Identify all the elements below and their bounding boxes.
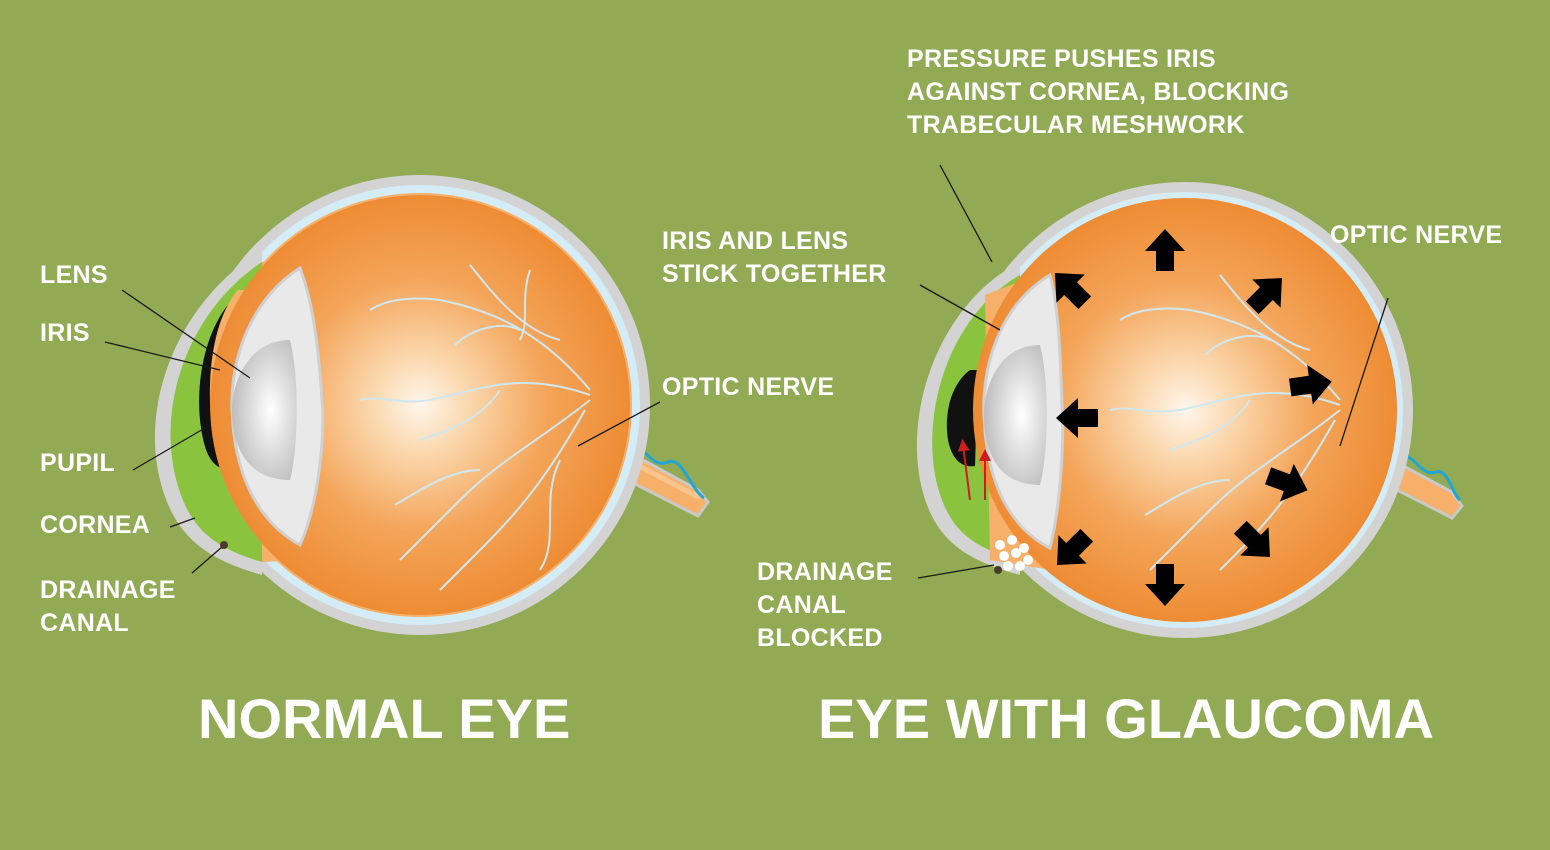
- title-normal-eye: NORMAL EYE: [198, 687, 571, 750]
- pressure-arrow-right: [1288, 364, 1332, 405]
- label-drainage-canal: DRAINAGE CANAL: [40, 574, 176, 640]
- iris-glaucoma: [946, 370, 978, 467]
- label-iris-lens-line1: IRIS AND LENS: [662, 227, 849, 255]
- label-iris-lens-line2: STICK TOGETHER: [662, 260, 887, 288]
- leader-iris: [104, 341, 221, 371]
- label-drainage-blocked-line2: CANAL: [757, 591, 846, 619]
- pressure-arrow-up: [1145, 229, 1185, 271]
- drainage-canal-glaucoma: [994, 566, 1002, 574]
- pressure-arrow-up-left: [1055, 273, 1092, 310]
- label-iris-lens: IRIS AND LENS STICK TOGETHER: [662, 225, 887, 291]
- label-drainage-blocked: DRAINAGE CANAL BLOCKED: [757, 556, 893, 655]
- label-cornea-text: CORNEA: [40, 511, 151, 539]
- leader-lines: [104, 164, 1389, 579]
- drainage-blockage-dots: [995, 535, 1033, 571]
- label-pressure-line2: AGAINST CORNEA, BLOCKING: [907, 78, 1290, 106]
- label-pupil-text: PUPIL: [40, 449, 116, 477]
- label-iris-text: IRIS: [40, 319, 90, 347]
- glaucoma-eye-illustration: [916, 182, 1464, 638]
- flow-arrows-red: [957, 439, 991, 501]
- label-drainage-blocked-line1: DRAINAGE: [757, 558, 893, 586]
- pressure-arrow-down-right: [1233, 520, 1270, 557]
- normal-eye-illustration: [154, 175, 710, 635]
- leader-pupil: [132, 427, 206, 471]
- pressure-arrow-up-right: [1245, 278, 1282, 315]
- leader-optic-glaucoma: [1339, 297, 1389, 447]
- pressure-arrow-down: [1145, 564, 1185, 606]
- leader-optic-normal: [577, 401, 661, 447]
- label-lens-text: LENS: [40, 261, 108, 289]
- label-pressure-line1: PRESSURE PUSHES IRIS: [907, 45, 1216, 73]
- pressure-arrow-right-down: [1265, 463, 1308, 502]
- pressure-arrows: [1055, 229, 1332, 606]
- label-drainage-blocked-line3: BLOCKED: [757, 624, 883, 652]
- label-optic-nerve-normal: OPTIC NERVE: [662, 371, 834, 404]
- leader-drainage-blocked: [917, 564, 995, 579]
- label-optic-nerve-normal-text: OPTIC NERVE: [662, 373, 835, 401]
- label-pressure-line3: TRABECULAR MESHWORK: [907, 111, 1245, 139]
- label-pressure: PRESSURE PUSHES IRIS AGAINST CORNEA, BLO…: [907, 43, 1289, 142]
- label-drainage-line2: CANAL: [40, 609, 129, 637]
- label-optic-nerve-glaucoma: OPTIC NERVE: [1330, 219, 1502, 252]
- label-lens: LENS: [40, 259, 108, 292]
- pressure-arrow-left: [1056, 398, 1098, 438]
- title-glaucoma-eye: EYE WITH GLAUCOMA: [818, 687, 1434, 750]
- label-drainage-line1: DRAINAGE: [40, 576, 176, 604]
- blood-vessels-normal: [359, 264, 591, 591]
- leader-iris-lens: [919, 284, 1001, 331]
- pressure-arrow-down-left: [1057, 528, 1094, 565]
- leader-pressure: [939, 164, 993, 263]
- label-optic-nerve-glaucoma-text: OPTIC NERVE: [1330, 221, 1503, 249]
- label-cornea: CORNEA: [40, 509, 150, 542]
- leader-cornea: [169, 517, 196, 528]
- label-iris: IRIS: [40, 317, 90, 350]
- leader-lens: [121, 289, 251, 379]
- label-pupil: PUPIL: [40, 447, 115, 480]
- leader-drainage: [191, 546, 223, 574]
